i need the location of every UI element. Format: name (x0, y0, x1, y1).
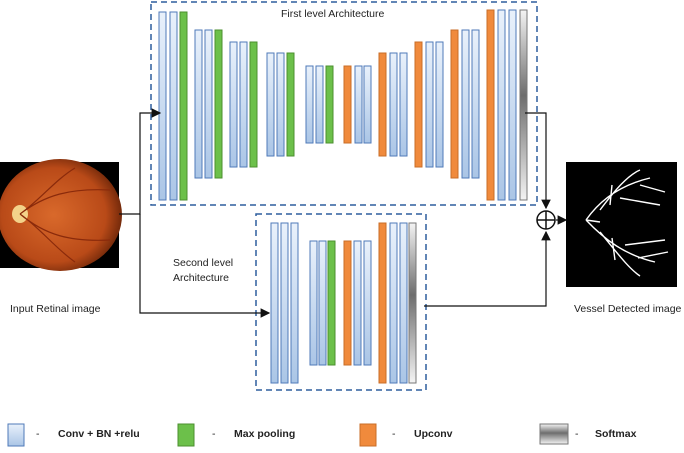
first-level-conv-layer-7 (229, 41, 238, 168)
second-level-softmax-layer-13 (408, 222, 417, 384)
second-level-conv-layer-8 (353, 240, 362, 366)
first-level-conv-layer-27 (471, 29, 480, 179)
first-level-conv-layer-13 (305, 65, 314, 144)
first-level-upconv-layer-25 (450, 29, 459, 179)
first-level-conv-layer-14 (315, 65, 324, 144)
first-level-conv-layer-20 (389, 52, 398, 157)
first-level-conv-layer-26 (461, 29, 470, 179)
legend-conv-dash: - (36, 428, 40, 440)
second-level-upconv-layer-7 (343, 240, 352, 366)
first-level-softmax-layer-31 (519, 9, 528, 201)
first-level-conv-layer-10 (266, 52, 275, 157)
legend-pool-dash: - (212, 428, 216, 440)
first-level-pool-layer-6 (214, 29, 223, 179)
vessel-detected-image (566, 162, 677, 287)
first-level-conv-layer-4 (194, 29, 203, 179)
first-level-conv-layer-8 (239, 41, 248, 168)
sum-node (536, 210, 556, 230)
first-level-conv-layer-30 (508, 9, 517, 201)
first-level-conv-layer-18 (363, 65, 372, 144)
second-level-conv-layer-4 (309, 240, 318, 366)
first-level-box (150, 1, 538, 206)
first-level-conv-layer-11 (276, 52, 285, 157)
first-level-upconv-layer-16 (343, 65, 352, 144)
first-level-pool-layer-3 (179, 11, 188, 201)
second-level-conv-layer-3 (290, 222, 299, 384)
first-level-pool-layer-12 (286, 52, 295, 157)
first-level-upconv-layer-19 (378, 52, 387, 157)
output-label: Vessel Detected image (574, 303, 682, 315)
first-level-conv-layer-5 (204, 29, 213, 179)
legend-softmax-swatch (539, 423, 569, 445)
input-label: Input Retinal image (10, 303, 101, 315)
input-retinal-image (0, 159, 122, 271)
second-level-pool-layer-6 (327, 240, 336, 366)
first-level-conv-layer-23 (425, 41, 434, 168)
legend-pool-swatch (177, 423, 195, 447)
legend-conv-label: Conv + BN +relu (58, 428, 140, 440)
second-level-upconv-layer-10 (378, 222, 387, 384)
legend-softmax-label: Softmax (595, 428, 637, 440)
first-level-upconv-layer-22 (414, 41, 423, 168)
legend-pool-label: Max pooling (234, 428, 296, 440)
second-level-conv-layer-1 (270, 222, 279, 384)
second-level-layers (270, 222, 417, 384)
second-level-conv-layer-5 (318, 240, 327, 366)
first-level-upconv-layer-28 (486, 9, 495, 201)
legend-upconv-swatch (359, 423, 377, 447)
legend-upconv-label: Upconv (414, 428, 453, 440)
second-level-title: Second level (173, 257, 234, 269)
first-level-conv-layer-2 (169, 11, 178, 201)
first-level-conv-layer-1 (158, 11, 167, 201)
second-level-conv-layer-2 (280, 222, 289, 384)
legend-softmax-dash: - (575, 428, 579, 440)
first-level-pool-layer-15 (325, 65, 334, 144)
first-level-conv-layer-24 (435, 41, 444, 168)
second-level-title-line2: Architecture (173, 272, 230, 284)
second-level-conv-layer-11 (389, 222, 398, 384)
first-level-layers (158, 9, 528, 201)
first-level-pool-layer-9 (249, 41, 258, 168)
second-level-box (255, 213, 427, 391)
connection-lines (119, 108, 568, 318)
first-level-conv-layer-29 (497, 9, 506, 201)
second-level-conv-layer-9 (363, 240, 372, 366)
first-level-conv-layer-17 (354, 65, 363, 144)
second-level-conv-layer-12 (399, 222, 408, 384)
legend-conv-swatch (7, 423, 25, 447)
first-level-title: First level Architecture (281, 8, 385, 20)
legend-upconv-dash: - (392, 428, 396, 440)
first-level-conv-layer-21 (399, 52, 408, 157)
